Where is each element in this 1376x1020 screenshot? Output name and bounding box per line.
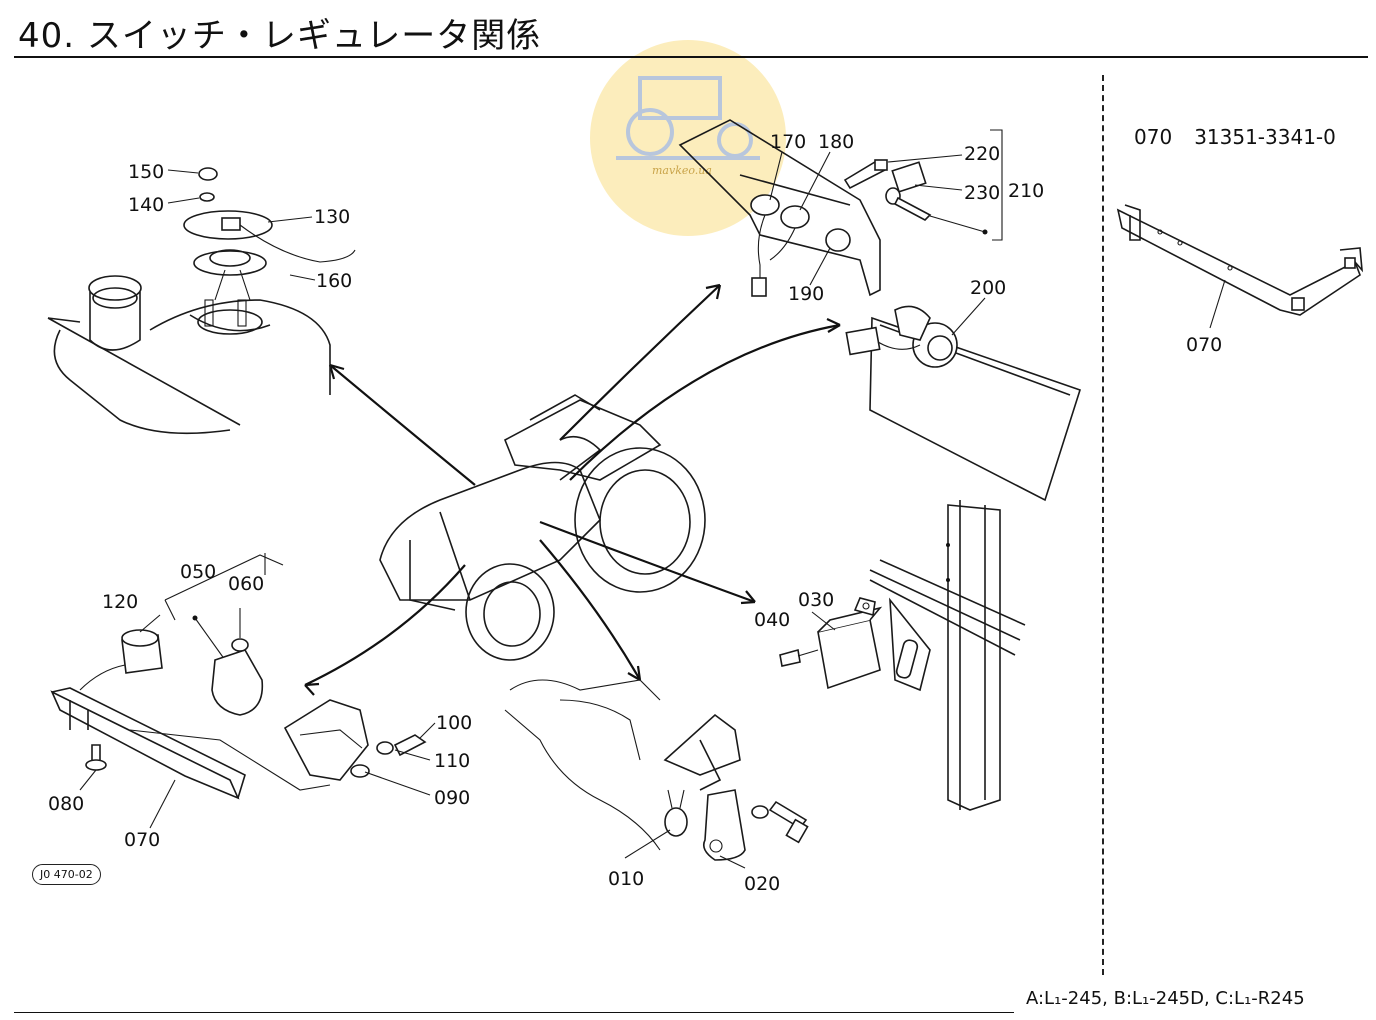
callout-labels: 150 140 130 160 170 180 220 230 210 190 …: [48, 131, 1222, 895]
callout-140: 140: [128, 194, 164, 216]
callout-110: 110: [434, 750, 470, 772]
callout-120: 120: [102, 591, 138, 613]
callout-030: 030: [798, 589, 834, 611]
callout-200: 200: [970, 277, 1006, 299]
watermark-text: mavkeo.ua: [652, 164, 712, 177]
tractor-watermark-icon: [616, 76, 760, 160]
callout-190: 190: [788, 283, 824, 305]
callout-070a: 070: [124, 829, 160, 851]
tractor-overview: [379, 394, 706, 661]
safety-switch-assembly: [504, 679, 809, 869]
callout-070b: 070: [1186, 334, 1222, 356]
part-reference-part-no: 31351-3341-0: [1194, 125, 1336, 149]
callout-050: 050: [180, 561, 216, 583]
callout-180: 180: [818, 131, 854, 153]
callout-040: 040: [754, 609, 790, 631]
fuel-tank-assembly: [47, 167, 356, 435]
callout-130: 130: [314, 206, 350, 228]
leader-arrows: [304, 283, 841, 696]
callout-220: 220: [964, 143, 1000, 165]
part-reference-number: 070: [1134, 125, 1173, 149]
callout-020: 020: [744, 873, 780, 895]
part-070-detail: [1116, 204, 1364, 329]
callout-090: 090: [434, 787, 470, 809]
diagram-code: J0 470-02: [32, 864, 101, 885]
frame-relay-assembly: [779, 500, 1026, 811]
regulator-horn-assembly: [50, 553, 436, 829]
callout-150: 150: [128, 161, 164, 183]
callout-170: 170: [770, 131, 806, 153]
bottom-rule: [14, 1012, 1014, 1013]
title-rule: [14, 56, 1368, 58]
callout-100: 100: [436, 712, 472, 734]
section-divider: [1102, 75, 1104, 975]
callout-230: 230: [964, 182, 1000, 204]
panel-switch-assembly: [845, 297, 1081, 502]
key-switch-assembly: [678, 119, 1003, 297]
page-title: 40. スイッチ・レギュレータ関係: [18, 16, 542, 56]
callout-080: 080: [48, 793, 84, 815]
callout-210: 210: [1008, 180, 1044, 202]
callout-160: 160: [316, 270, 352, 292]
callout-010: 010: [608, 868, 644, 890]
callout-060: 060: [228, 573, 264, 595]
part-reference: 070 31351-3341-0: [1134, 125, 1358, 149]
model-applicability: A:L₁-245, B:L₁-245D, C:L₁-R245: [1026, 988, 1305, 1009]
